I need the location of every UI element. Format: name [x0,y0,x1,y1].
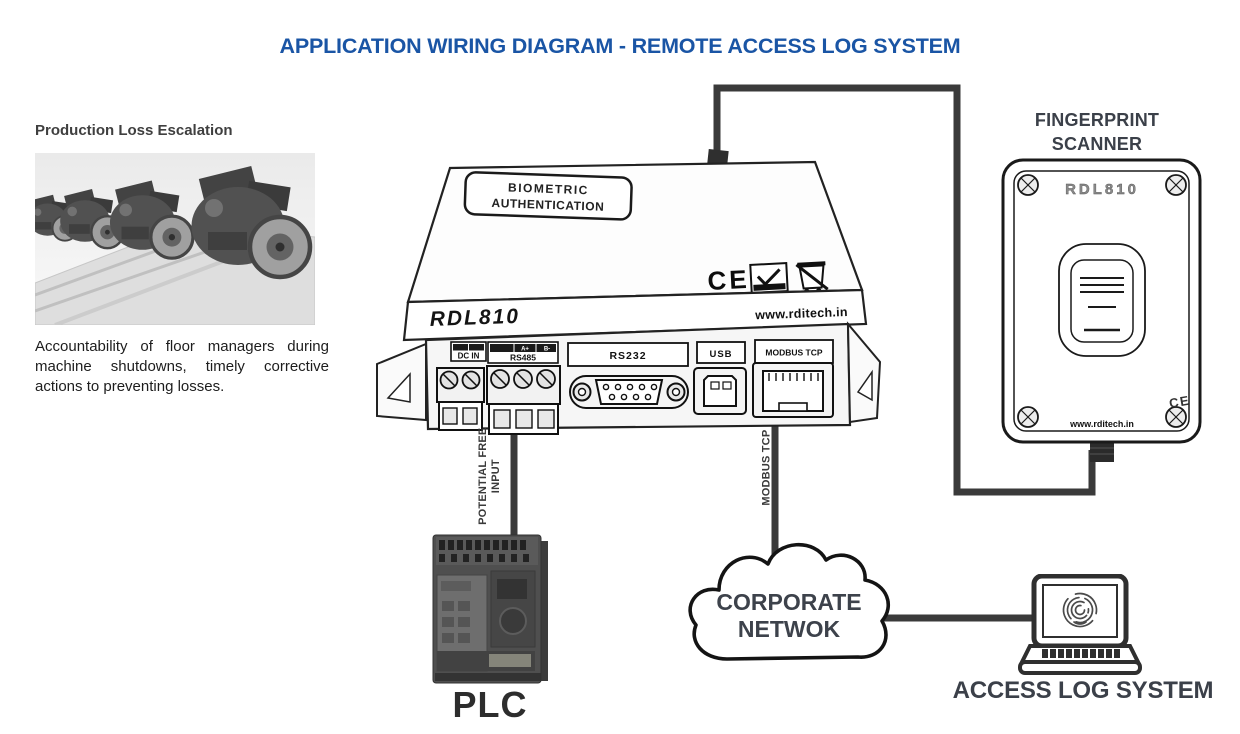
plc-device [432,534,548,684]
rj45-port [752,362,834,418]
controller-ce-mark: CE [707,264,751,296]
port-label-usb: USB [696,341,746,364]
scanner-corner-screws [1017,174,1187,428]
rs485-pin-a: A+ [521,347,529,353]
scanner-ce-mark: CE [1168,393,1191,411]
fingerprint-scanner-device: RDL810 CE www.rditech.in [1001,158,1202,462]
port-label-rs232: RS232 [567,342,689,367]
corporate-network-cloud: CORPORATE NETWOK [688,542,891,661]
production-loss-description: Accountability of floor managers during … [35,338,329,395]
plc-caption: PLC [452,684,528,725]
potential-free-input-label: POTENTIAL FREE INPUT [476,427,502,525]
scanner-website: www.rditech.in [1069,419,1134,429]
fingerprint-sensor-pad [1058,243,1146,357]
weee-bin-icon [795,261,829,299]
scanner-model: RDL810 [1065,181,1139,198]
right-mounting-wing [846,321,882,424]
cloud-label-line1: CORPORATE [716,589,861,615]
dc-in-terminal-block [436,367,485,431]
controller-model: RDL810 [429,305,520,331]
biometric-authentication-label: BIOMETRIC AUTHENTICATION [463,171,633,221]
modbus-tcp-label: MODBUS TCP [765,348,822,358]
usb-label: USB [709,349,732,360]
biometric-label-line2: AUTHENTICATION [491,196,604,214]
rs485-label: RS485 [510,353,536,363]
left-mounting-wing [376,342,427,422]
port-label-modbus-tcp: MODBUS TCP [754,339,834,364]
port-label-dc-in: DC IN [450,341,487,362]
rs485-pin-b: B- [544,347,550,353]
laptop-keyboard [1042,649,1120,658]
production-line-photo [35,153,315,325]
access-log-system-caption: ACCESS LOG SYSTEM [952,677,1214,704]
compliance-check-icon [749,262,789,294]
biometric-label-line1: BIOMETRIC [508,180,589,197]
rs485-terminal-block [486,365,561,435]
production-loss-heading: Production Loss Escalation [35,122,233,139]
fingerprint-icon [1062,592,1098,628]
usb-b-port [693,367,747,415]
controller-device: BIOMETRIC AUTHENTICATION CE RDL810 www.r… [376,148,882,435]
modbus-tcp-wire-label: MODBUS TCP [760,429,773,506]
rs232-db9-connector [569,375,689,409]
fingerprint-scanner-heading: FINGERPRINT SCANNER [1034,110,1160,155]
port-label-rs485: A+ B- RS485 [487,341,559,364]
dc-in-label: DC IN [458,352,480,361]
controller-website: www.rditech.in [754,305,848,322]
cloud-label-line2: NETWOK [738,616,841,642]
access-log-laptop [1018,574,1142,675]
page-title: APPLICATION WIRING DIAGRAM - REMOTE ACCE… [279,34,961,58]
rs232-label: RS232 [609,350,646,362]
